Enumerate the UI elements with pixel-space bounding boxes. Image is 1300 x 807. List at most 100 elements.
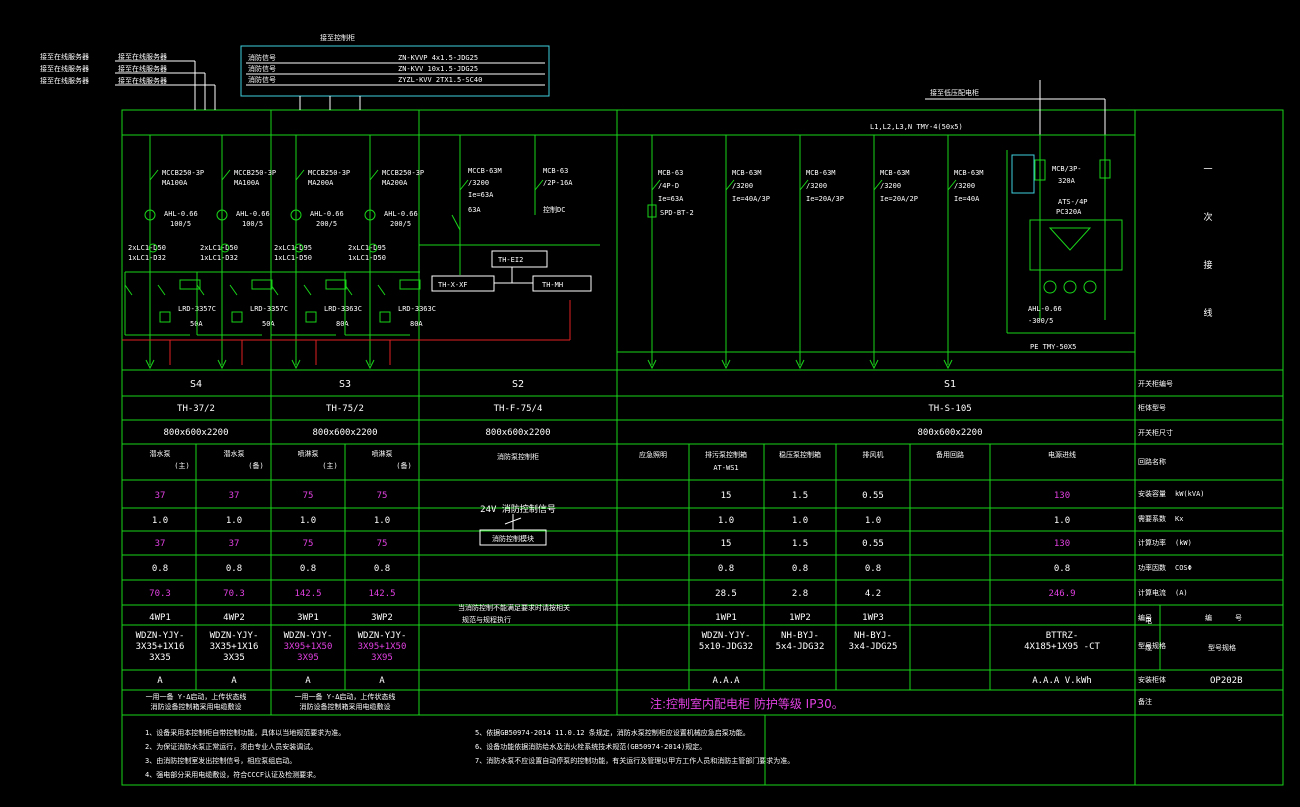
power-factor: 0.8 xyxy=(152,564,168,574)
breaker-switch-icon xyxy=(534,179,544,191)
cabinet-size: 800x600x2200 xyxy=(312,428,377,438)
cable-spec: WDZN-YJY- xyxy=(284,631,333,641)
load-name: 潜水泵 xyxy=(224,449,245,458)
power-factor: 0.8 xyxy=(300,564,316,574)
lamp-icon xyxy=(368,243,378,253)
row-label: 柜体型号 xyxy=(1138,403,1166,412)
ct-ratio: -300/5 xyxy=(1028,317,1053,325)
cable-spec: WDZN-YJY- xyxy=(136,631,185,641)
demand-factor: 1.0 xyxy=(792,516,808,526)
breaker-switch-icon xyxy=(459,179,469,191)
contactor-model: 2xLC1-D95 xyxy=(274,244,312,252)
overload-relay-icon xyxy=(179,279,201,290)
row-label: 功率因数 xyxy=(1138,563,1166,572)
cable-spec: NH-BYJ- xyxy=(781,631,819,641)
contactor-model: 1xLC1-D50 xyxy=(274,254,312,262)
cable-spec: 3X95 xyxy=(371,653,393,663)
breaker-rating: MA100A xyxy=(162,179,188,187)
contactor-switch-icon xyxy=(344,284,353,296)
row-label: 编号 xyxy=(1138,613,1152,622)
load-name: 喷淋泵 xyxy=(372,449,393,458)
cable-no: 4WP2 xyxy=(223,613,245,623)
contactor-model: 1xLC1-D50 xyxy=(348,254,386,262)
breaker-label: /3200 xyxy=(954,182,975,190)
cable-no-header: 号 xyxy=(1235,614,1242,622)
load-name: 喷淋泵 xyxy=(298,449,319,458)
control-signal-label: 消防信号 xyxy=(248,64,276,73)
cable-spec: 5x10-JDG32 xyxy=(699,642,753,652)
breaker-model: MCCB250-3P xyxy=(308,169,350,177)
demand-factor: 1.0 xyxy=(1054,516,1070,526)
breaker-label: Ie=63A xyxy=(468,191,494,199)
cable-spec: 3X95 xyxy=(297,653,319,663)
meter-unit: A xyxy=(305,676,311,686)
design-note: 4、强电部分采用电缆敷设，符合CCCF认证及检测要求。 xyxy=(145,770,320,779)
breaker-label: /3200 xyxy=(880,182,901,190)
thermal-relay-model: LRD-3363C xyxy=(398,305,436,313)
meter-unit: A xyxy=(157,676,163,686)
relay-coil-icon xyxy=(379,311,391,323)
breaker-label: /4P-D xyxy=(658,182,679,190)
busbar-label: L1,L2,L3,N TMY-4(50x5) xyxy=(870,123,963,131)
breaker-switch-icon xyxy=(295,169,305,181)
section-name: S3 xyxy=(339,379,351,390)
calc-power: 1.5 xyxy=(792,539,808,549)
row-unit: Kx xyxy=(1175,515,1183,523)
breaker-label: Ie=20A/2P xyxy=(880,195,918,203)
calc-power: 37 xyxy=(155,539,166,549)
control-signal-cable: ZN-KVV 10x1.5-JDG25 xyxy=(398,65,478,73)
breaker-rating: MA200A xyxy=(382,179,408,187)
load-name: 电源进线 xyxy=(1048,450,1076,459)
remark: 一用一备 Y-Δ启动，上传状态线 xyxy=(146,692,247,701)
lamp-icon xyxy=(148,243,158,253)
installed-power: 15 xyxy=(721,491,732,501)
cabinet-size: 800x600x2200 xyxy=(163,428,228,438)
thermal-relay-rating: 50A xyxy=(262,320,275,328)
breaker-label: /2P-16A xyxy=(543,179,573,187)
power-factor: 0.8 xyxy=(718,564,734,574)
feed-label: 接至在线服务器 xyxy=(40,52,89,61)
breaker-label: /3200 xyxy=(732,182,753,190)
design-note: 1、设备采用本控制柜自带控制功能，具体以当地规范要求为准。 xyxy=(145,728,345,737)
feed-target: 接至在线服务器 xyxy=(118,76,167,85)
ct-ratio: 100/5 xyxy=(170,220,191,228)
ats-breaker-rating: 320A xyxy=(1058,177,1076,185)
breaker-label: /3200 xyxy=(468,179,489,187)
cabinet-size: 800x600x2200 xyxy=(485,428,550,438)
remark: 消防设备控制箱采用电缆敷设 xyxy=(151,702,242,711)
overload-relay-icon xyxy=(325,279,347,290)
lamp-icon xyxy=(220,243,230,253)
thermal-relay-model: LRD-3357C xyxy=(250,305,288,313)
ats-model: ATS-/4P xyxy=(1058,198,1088,206)
remark: 一用一备 Y-Δ启动，上传状态线 xyxy=(295,692,396,701)
outgoing-arrow-icon xyxy=(647,359,657,370)
fuse-icon xyxy=(1099,159,1111,179)
control-box-title: 接至控制柜 xyxy=(320,33,355,42)
contactor-switch-icon xyxy=(229,284,238,296)
outgoing-arrow-icon xyxy=(145,359,155,370)
feed-target: 接至在线服务器 xyxy=(118,64,167,73)
protection-note: 注:控制室内配电柜 防护等级 IP30。 xyxy=(650,696,844,711)
cable-spec: WDZN-YJY- xyxy=(210,631,259,641)
design-note: 5、依据GB50974-2014 11.0.12 条规定，消防水泵控制柜应设置机… xyxy=(475,728,750,737)
breaker-label: MCCB-63M xyxy=(468,167,502,175)
meter-unit: A xyxy=(379,676,385,686)
breaker-switch-icon xyxy=(651,179,661,191)
demand-factor: 1.0 xyxy=(374,516,390,526)
feed-label: 接至在线服务器 xyxy=(40,64,89,73)
contactor-switch-icon xyxy=(377,284,386,296)
breaker-switch-icon xyxy=(947,179,957,191)
install-cabinet-value: OP202B xyxy=(1210,676,1243,686)
breaker-label: /3200 xyxy=(806,182,827,190)
breaker-model: MCCB250-3P xyxy=(162,169,204,177)
row-unit: COSΦ xyxy=(1175,564,1192,572)
breaker-switch-icon xyxy=(873,179,883,191)
cable-spec: 3X35 xyxy=(149,653,171,663)
ats-breaker-model: MCB/3P- xyxy=(1052,165,1082,173)
breaker-switch-icon xyxy=(149,169,159,181)
load-name: 潜水泵 xyxy=(150,449,171,458)
calc-power: 130 xyxy=(1054,539,1070,549)
relay-coil-icon xyxy=(231,311,243,323)
overload-relay-icon xyxy=(399,279,421,290)
